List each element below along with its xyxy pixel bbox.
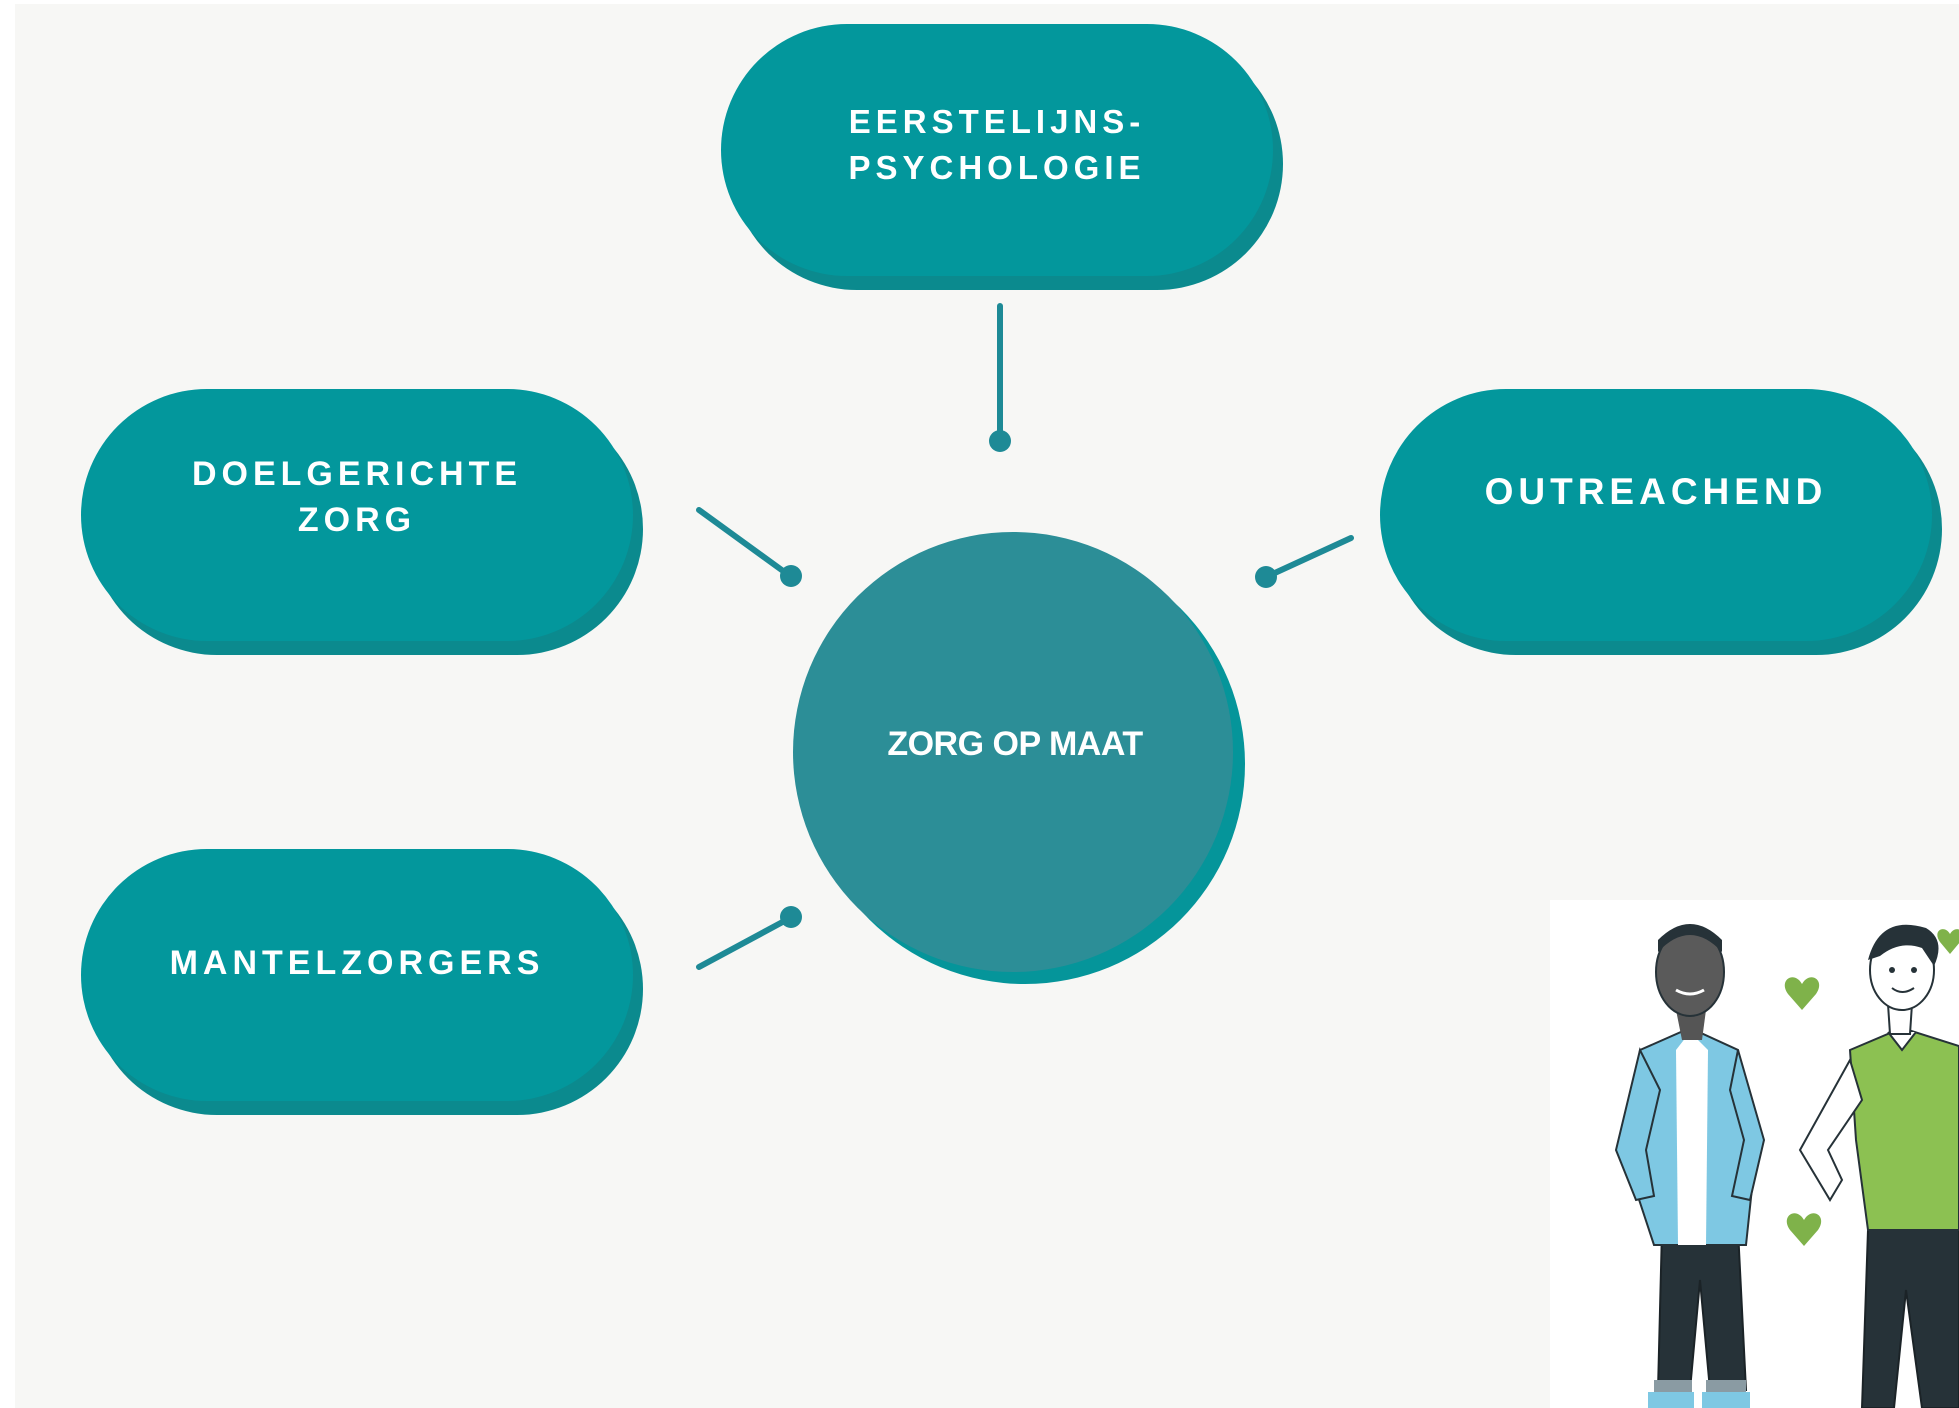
connector-left [696, 507, 793, 579]
node-label: EERSTELIJNS- PSYCHOLOGIE [848, 103, 1146, 186]
node-label: DOELGERICHTE ZORG [191, 455, 523, 539]
connector-bottom-dot [780, 906, 802, 928]
node-doelgerichte-zorg: DOELGERICHTE ZORG [81, 389, 633, 641]
connector-bottom [696, 915, 793, 970]
center-node-zorg-op-maat: ZORG OP MAAT [793, 532, 1233, 972]
node-eerstelijnspsychologie: EERSTELIJNS- PSYCHOLOGIE [721, 24, 1273, 276]
center-node-label: ZORG OP MAAT [887, 724, 1143, 763]
node-label: OUTREACHEND [1484, 471, 1828, 512]
node-label: MANTELZORGERS [169, 944, 545, 982]
connector-left-dot [780, 565, 802, 587]
people-illustration [1550, 900, 1959, 1408]
connector-right-dot [1255, 566, 1277, 588]
connector-right [1263, 535, 1354, 580]
node-outreachend: OUTREACHEND [1380, 389, 1932, 641]
connector-lines [696, 303, 1354, 970]
two-men-illustration [1614, 924, 1959, 1408]
connector-top-dot [989, 430, 1011, 452]
heart-icon [1784, 929, 1959, 1246]
diagram-canvas: EERSTELIJNS- PSYCHOLOGIE DOELGERICHTE ZO… [15, 4, 1959, 1408]
node-mantelzorgers: MANTELZORGERS [81, 849, 633, 1101]
man-green-shirt [1798, 924, 1959, 1408]
man-blue-shirt [1614, 924, 1766, 1408]
